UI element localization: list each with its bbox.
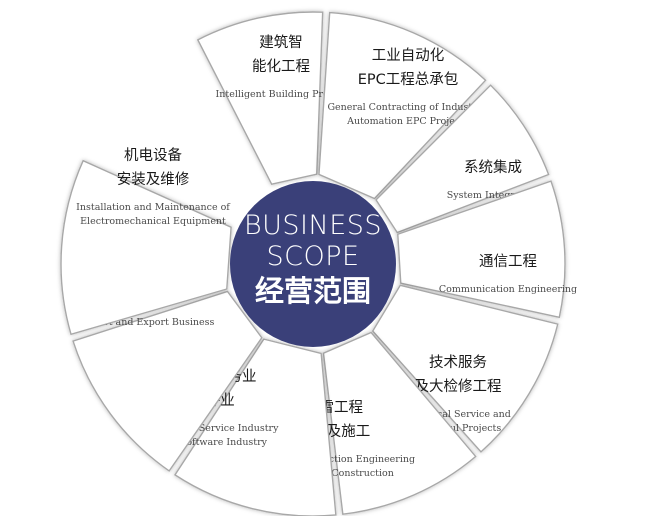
segment-title-en: Design and Construction <box>274 468 394 479</box>
segment-title-en: Lightning Protection Engineering <box>253 454 415 465</box>
segment-title-en: Communication Engineering <box>439 284 577 295</box>
segment-title-cn: EPC工程总承包 <box>358 71 459 88</box>
segment-shape <box>60 159 232 336</box>
center-title-line1: BUSINESS <box>244 210 382 241</box>
segment-title-cn: 技术服务 <box>429 354 487 371</box>
segment-title-en: System Integration <box>447 190 540 201</box>
segment-title-cn: 安装及维修 <box>117 171 190 188</box>
segment-shape <box>322 331 477 516</box>
center-hub: BUSINESS SCOPE 经营范围 <box>230 181 396 347</box>
center-title-line2: SCOPE <box>266 241 359 272</box>
segment-industrial-automation-epc: 工业自动化 EPC工程总承包 General Contracting of Indu… <box>318 11 489 200</box>
segment-title-en: Installation and Maintenance of <box>76 202 231 213</box>
segment-title-en: Technical Service and <box>405 409 511 420</box>
segment-title-en: Overhaul Projects <box>415 423 502 434</box>
segment-shape <box>318 11 487 200</box>
segment-title-en: General Contracting of Industrial <box>327 102 488 113</box>
segment-shape <box>72 290 263 472</box>
segment-title-cn: 及大检修工程 <box>415 378 502 395</box>
segment-shape <box>371 284 559 453</box>
segment-title-en: Electromechanical Equipment <box>80 216 226 227</box>
segment-shape <box>375 84 550 234</box>
center-title-chinese: 经营范围 <box>255 274 371 308</box>
segment-title-en: Intelligent Building Project <box>216 89 347 100</box>
segment-title-en: Import and Export Business <box>80 317 215 328</box>
segment-title-en: Computer Service Industry <box>148 423 280 434</box>
segment-shape <box>397 180 566 319</box>
segment-shape <box>196 11 324 186</box>
segment-title-cn: 工业自动化 <box>372 47 445 64</box>
segment-title-en: and Software Industry <box>159 437 268 448</box>
center-circle <box>230 181 396 347</box>
segment-title-en: Automation EPC Projects <box>346 116 469 127</box>
segment-title-cn: 机电设备 <box>124 147 182 164</box>
segment-system-integration: 系统集成 System Integration <box>375 84 550 234</box>
segment-title-cn: 能化工程 <box>252 58 310 75</box>
segment-title-cn: 系统集成 <box>464 159 522 176</box>
segment-title-cn: 建筑智 <box>259 34 303 51</box>
segment-communication-engineering: 通信工程 Communication Engineering <box>397 180 577 319</box>
segment-title-cn: 通信工程 <box>479 253 537 270</box>
